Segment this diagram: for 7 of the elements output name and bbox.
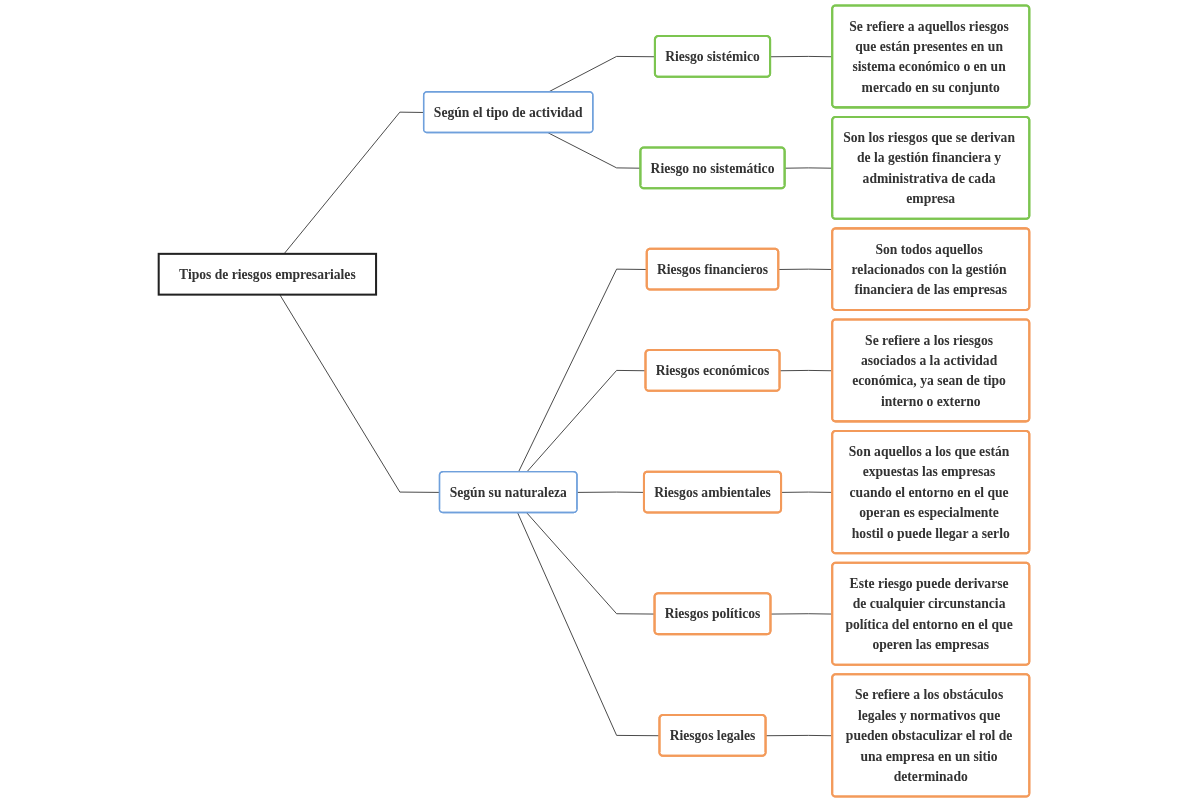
connector [778,268,833,270]
connector [770,55,833,58]
node-box: Tipos de riesgos empresariales [157,252,378,296]
connector [784,167,833,169]
connector [770,613,833,615]
connector [765,734,833,737]
connector [779,370,833,372]
